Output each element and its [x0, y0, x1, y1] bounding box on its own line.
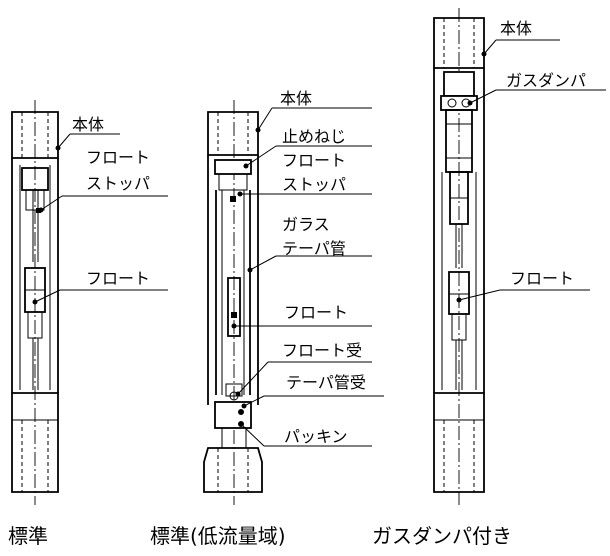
gas-damper-flowmeter: 本体 ガスダンパ フロート ガスダンパ付き: [372, 8, 606, 548]
standard-float-stopper-label-2: ストッパ: [86, 174, 150, 193]
standard-float-stopper-label-1: フロート: [86, 148, 150, 167]
low-flow-float-stopper-label-1: フロート: [282, 151, 346, 170]
low-flow-float-stopper-label-2: ストッパ: [282, 175, 346, 194]
low-flow-float-label: フロート: [284, 303, 348, 322]
gas-damper-float-label: フロート: [510, 269, 574, 288]
low-flow-tube-seat-label: テーパ管受: [286, 373, 366, 392]
low-flow-glass-tube-label-2: テーパ管: [282, 239, 346, 258]
gas-damper-body-label: 本体: [500, 19, 532, 38]
gas-damper-label: ガスダンパ: [506, 71, 586, 90]
low-flow-caption: 標準(低流量域): [150, 524, 286, 548]
low-flow-flowmeter: 本体 止めねじ フロート ストッパ ガラス テーパ管 フロート フロート受 テー…: [150, 89, 384, 548]
standard-body-label: 本体: [72, 115, 104, 134]
low-flow-glass-tube-label-1: ガラス: [282, 215, 330, 234]
gas-damper-caption: ガスダンパ付き: [372, 524, 512, 548]
standard-flowmeter: 本体 フロート ストッパ フロート 標準: [8, 100, 168, 548]
low-flow-body-label: 本体: [280, 89, 312, 108]
standard-float-label: フロート: [86, 269, 150, 288]
standard-caption: 標準: [8, 524, 48, 548]
low-flow-float-seat-label: フロート受: [282, 341, 362, 360]
low-flow-packing-label: パッキン: [284, 427, 348, 446]
low-flow-set-screw-label: 止めねじ: [282, 127, 346, 146]
